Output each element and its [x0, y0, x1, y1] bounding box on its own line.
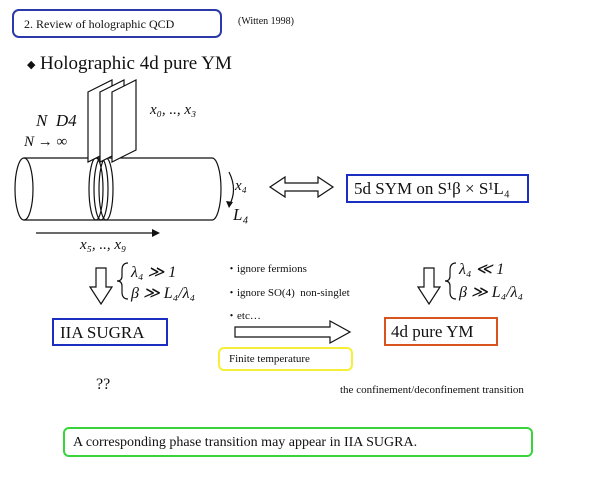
sugra-to-ym-arrow — [234, 319, 352, 345]
citation: (Witten 1998) — [238, 16, 294, 27]
left-condition-1: λ₄ ≫ 1 — [131, 264, 177, 281]
x4-label: x₄ — [235, 178, 247, 194]
note-etc: ・etc… — [226, 310, 261, 322]
ym-box: 4d pure YM — [384, 317, 498, 346]
section-title-box: 2. Review of holographic QCD — [12, 9, 222, 38]
bullet-diamond-icon: ◆ — [27, 58, 36, 71]
sym-box-label: 5d SYM on S¹β × S¹L₄ — [354, 179, 510, 198]
note-ignore-so4: ・ignore SO(4) non-singlet — [226, 287, 350, 299]
finite-temperature-label: Finite temperature — [229, 353, 310, 365]
right-condition-1: λ₄ ≪ 1 — [459, 261, 505, 278]
n-limit-label: N → ∞ — [24, 134, 68, 150]
transverse-coords-label: x₅, .., x₉ — [80, 237, 127, 253]
slide-heading: Holographic 4d pure YM — [40, 53, 232, 74]
finite-temperature-box: Finite temperature — [218, 347, 353, 371]
sugra-box: IIA SUGRA — [52, 318, 168, 346]
brane-coords-label: x₀, .., x₃ — [150, 102, 197, 118]
sugra-box-label: IIA SUGRA — [60, 323, 145, 342]
section-title: 2. Review of holographic QCD — [24, 17, 175, 31]
right-condition-2: β ≫ L₄/λ₄ — [459, 284, 524, 301]
ym-box-label: 4d pure YM — [391, 322, 474, 341]
d4-branes — [87, 79, 137, 163]
question-marks: ?? — [96, 376, 111, 393]
sym-box: 5d SYM on S¹β × S¹L₄ — [346, 174, 529, 203]
note-ignore-fermions: ・ignore fermions — [226, 263, 307, 275]
equivalence-double-arrow — [268, 175, 335, 199]
n-d4-label: N D4 — [36, 111, 77, 130]
left-condition-2: β ≫ L₄/λ₄ — [131, 285, 196, 302]
conclusion-text: A corresponding phase transition may app… — [73, 435, 418, 450]
l4-label: L₄ — [233, 205, 249, 224]
cylinder-body — [14, 157, 222, 221]
transition-label: the confinement/deconfinement transition — [340, 384, 524, 396]
conclusion-box: A corresponding phase transition may app… — [63, 427, 533, 457]
